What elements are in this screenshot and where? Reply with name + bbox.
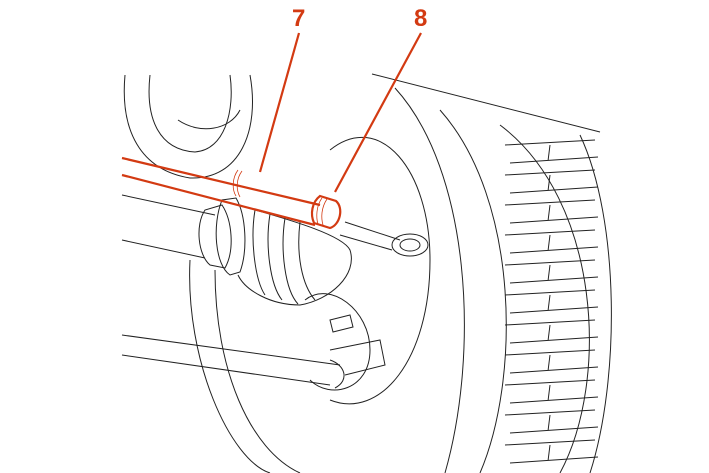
- coil-spring: [123, 74, 253, 179]
- brake-disc: [189, 137, 431, 473]
- tread-block: [504, 169, 599, 194]
- tread-block: [504, 199, 599, 224]
- callout-8-label: 8: [414, 5, 428, 32]
- tread-block: [504, 229, 599, 254]
- tire: [371, 73, 612, 473]
- tread-block: [504, 409, 599, 434]
- callout-7-leader: [258, 32, 301, 173]
- tread-block: [504, 139, 599, 164]
- tread-block: [504, 349, 599, 374]
- callout-8-leader: [334, 32, 422, 193]
- tread-block: [504, 259, 599, 284]
- control-arm: [121, 334, 345, 389]
- tread-block: [504, 379, 599, 404]
- tread-block: [504, 319, 599, 344]
- drive-shaft: [121, 194, 429, 306]
- tread-block: [504, 289, 599, 314]
- tie-rod: [121, 156, 342, 230]
- callout-7-label: 7: [292, 5, 306, 32]
- tread-block: [504, 439, 599, 464]
